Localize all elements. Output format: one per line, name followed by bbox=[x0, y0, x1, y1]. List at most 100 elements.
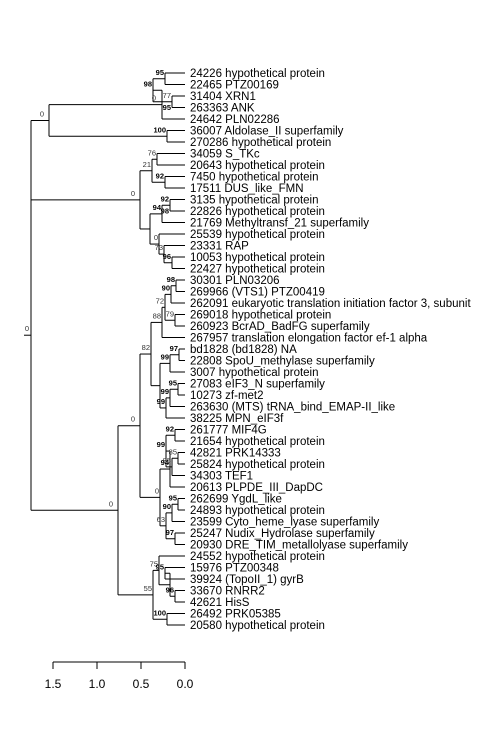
leaf-label: 262699 YgdL_like bbox=[190, 494, 282, 506]
support-value: 99 bbox=[161, 387, 169, 396]
leaf-label: 38225 MPN_eIF3f bbox=[190, 413, 284, 425]
leaf-label: 267957 translation elongation factor ef-… bbox=[190, 333, 428, 345]
support-value: 85 bbox=[169, 447, 177, 456]
support-value: 0 bbox=[152, 94, 156, 103]
support-value: 0 bbox=[131, 189, 135, 198]
leaf-label: 39924 (TopoII_1) gyrB bbox=[190, 574, 304, 586]
tree-branches bbox=[24, 72, 185, 626]
support-value: 95 bbox=[156, 562, 164, 571]
leaf-label: 21769 Methyltransf_21 superfamily bbox=[190, 218, 369, 230]
leaf-label: 17511 DUS_like_FMN bbox=[190, 183, 304, 195]
support-value: 92 bbox=[156, 171, 164, 180]
scale-tick-label: 0.5 bbox=[133, 677, 150, 691]
scale-tick-label: 1.5 bbox=[45, 677, 62, 691]
support-value: 97 bbox=[166, 528, 174, 537]
support-value: 0 bbox=[155, 486, 159, 495]
support-value: 88 bbox=[153, 311, 161, 320]
support-value: 79 bbox=[166, 309, 174, 318]
support-value: 77 bbox=[163, 91, 171, 100]
support-value: 98 bbox=[161, 206, 169, 215]
support-value: 0 bbox=[25, 324, 29, 333]
leaf-label: 36007 Aldolase_II superfamily bbox=[190, 126, 344, 138]
leaf-label: 27083 eIF3_N superfamily bbox=[190, 379, 325, 391]
leaf-label: 262091 eukaryotic translation initiation… bbox=[190, 298, 471, 310]
support-value: 75 bbox=[150, 559, 158, 568]
leaf-label: 25247 Nudix_Hydrolase superfamily bbox=[190, 528, 375, 540]
leaf-label: 263363 ANK bbox=[190, 103, 255, 115]
support-value: 99 bbox=[157, 440, 165, 449]
leaf-label: 260923 BcrAD_BadFG superfamily bbox=[190, 321, 370, 333]
leaf-label: 22826 hypothetical protein bbox=[190, 206, 325, 218]
support-value: 99 bbox=[157, 397, 165, 406]
leaf-label: 22427 hypothetical protein bbox=[190, 264, 325, 276]
scale-tick-label: 1.0 bbox=[89, 677, 106, 691]
leaf-label: 21654 hypothetical protein bbox=[190, 436, 325, 448]
support-value: 100 bbox=[153, 125, 166, 134]
leaf-label: 23331 RAP bbox=[190, 241, 249, 253]
leaf-label: 23599 Cyto_heme_lyase superfamily bbox=[190, 517, 379, 529]
leaf-label: 24642 PLN02286 bbox=[190, 114, 280, 126]
leaf-label: 22808 SpoU_methylase superfamily bbox=[190, 356, 375, 368]
leaf-label: 34303 TEF1 bbox=[190, 471, 253, 483]
support-value: 100 bbox=[153, 608, 166, 617]
leaf-label: 25539 hypothetical protein bbox=[190, 229, 325, 241]
leaf-label: 24552 hypothetical protein bbox=[190, 551, 325, 563]
support-value: 94 bbox=[153, 203, 162, 212]
support-value: 82 bbox=[142, 343, 150, 352]
leaf-label: 20643 hypothetical protein bbox=[190, 160, 325, 172]
support-value: 96 bbox=[163, 252, 171, 261]
support-value: 92 bbox=[161, 194, 169, 203]
leaf-label: 24893 hypothetical protein bbox=[190, 505, 325, 517]
support-value: 0 bbox=[40, 109, 44, 118]
support-value: 90 bbox=[163, 502, 171, 511]
support-value: 63 bbox=[157, 515, 165, 524]
leaf-label: 261777 MIF4G bbox=[190, 425, 267, 437]
scale-tick-label: 0.0 bbox=[177, 677, 194, 691]
leaf-label: 20613 PLPDE_III_DapDC bbox=[190, 482, 323, 494]
support-value: 97 bbox=[170, 344, 178, 353]
leaf-label: 20580 hypothetical protein bbox=[190, 620, 325, 632]
leaf-label: 26492 PRK05385 bbox=[190, 609, 281, 621]
leaf-label: 31404 XRN1 bbox=[190, 91, 256, 103]
leaf-label: 24226 hypothetical protein bbox=[190, 68, 325, 80]
support-value: 90 bbox=[162, 283, 170, 292]
leaf-label: 3135 hypothetical protein bbox=[190, 195, 319, 207]
leaf-label: 15976 PTZ00348 bbox=[190, 563, 279, 575]
leaf-label: 7450 hypothetical protein bbox=[190, 172, 319, 184]
support-value: 95 bbox=[163, 103, 171, 112]
support-value: 98 bbox=[144, 79, 152, 88]
leaf-label: 263630 (MTS) tRNA_bind_EMAP-II_like bbox=[190, 402, 395, 414]
support-value: 92 bbox=[166, 424, 174, 433]
leaf-label: bd1828 (bd1828) NA bbox=[190, 344, 297, 356]
leaf-label: 42821 PRK14333 bbox=[190, 448, 281, 460]
leaf-label: 22465 PTZ00169 bbox=[190, 80, 279, 92]
leaf-label: 269018 hypothetical protein bbox=[190, 310, 331, 322]
support-value: 98 bbox=[167, 275, 175, 284]
support-value: 96 bbox=[166, 585, 174, 594]
support-value: 85 bbox=[163, 456, 171, 465]
support-value: 94 bbox=[161, 458, 170, 467]
leaf-label: 25824 hypothetical protein bbox=[190, 459, 325, 471]
support-value: 21 bbox=[143, 160, 151, 169]
support-values: 9598779510000762192929894073960989072798… bbox=[25, 68, 178, 618]
leaf-label: 34059 S_TKc bbox=[190, 149, 260, 161]
support-value: 73 bbox=[155, 243, 163, 252]
support-value: 0 bbox=[109, 499, 113, 508]
support-value: 0 bbox=[154, 233, 158, 242]
leaf-label: 42621 HisS bbox=[190, 597, 250, 609]
leaf-label: 10273 zf-met2 bbox=[190, 390, 264, 402]
support-value: 95 bbox=[156, 68, 164, 77]
support-value: 72 bbox=[156, 296, 164, 305]
support-value: 55 bbox=[144, 584, 152, 593]
leaf-label: 30301 PLN03206 bbox=[190, 275, 280, 287]
leaf-label: 20930 DRE_TIM_metallolyase superfamily bbox=[190, 540, 408, 552]
support-value: 95 bbox=[169, 493, 177, 502]
leaf-label: 270286 hypothetical protein bbox=[190, 137, 331, 149]
support-value: 99 bbox=[161, 352, 169, 361]
leaf-label: 33670 RNRR2 bbox=[190, 586, 265, 598]
leaf-label: 3007 hypothetical protein bbox=[190, 367, 319, 379]
support-value: 76 bbox=[148, 148, 156, 157]
support-value: 0 bbox=[131, 415, 135, 424]
